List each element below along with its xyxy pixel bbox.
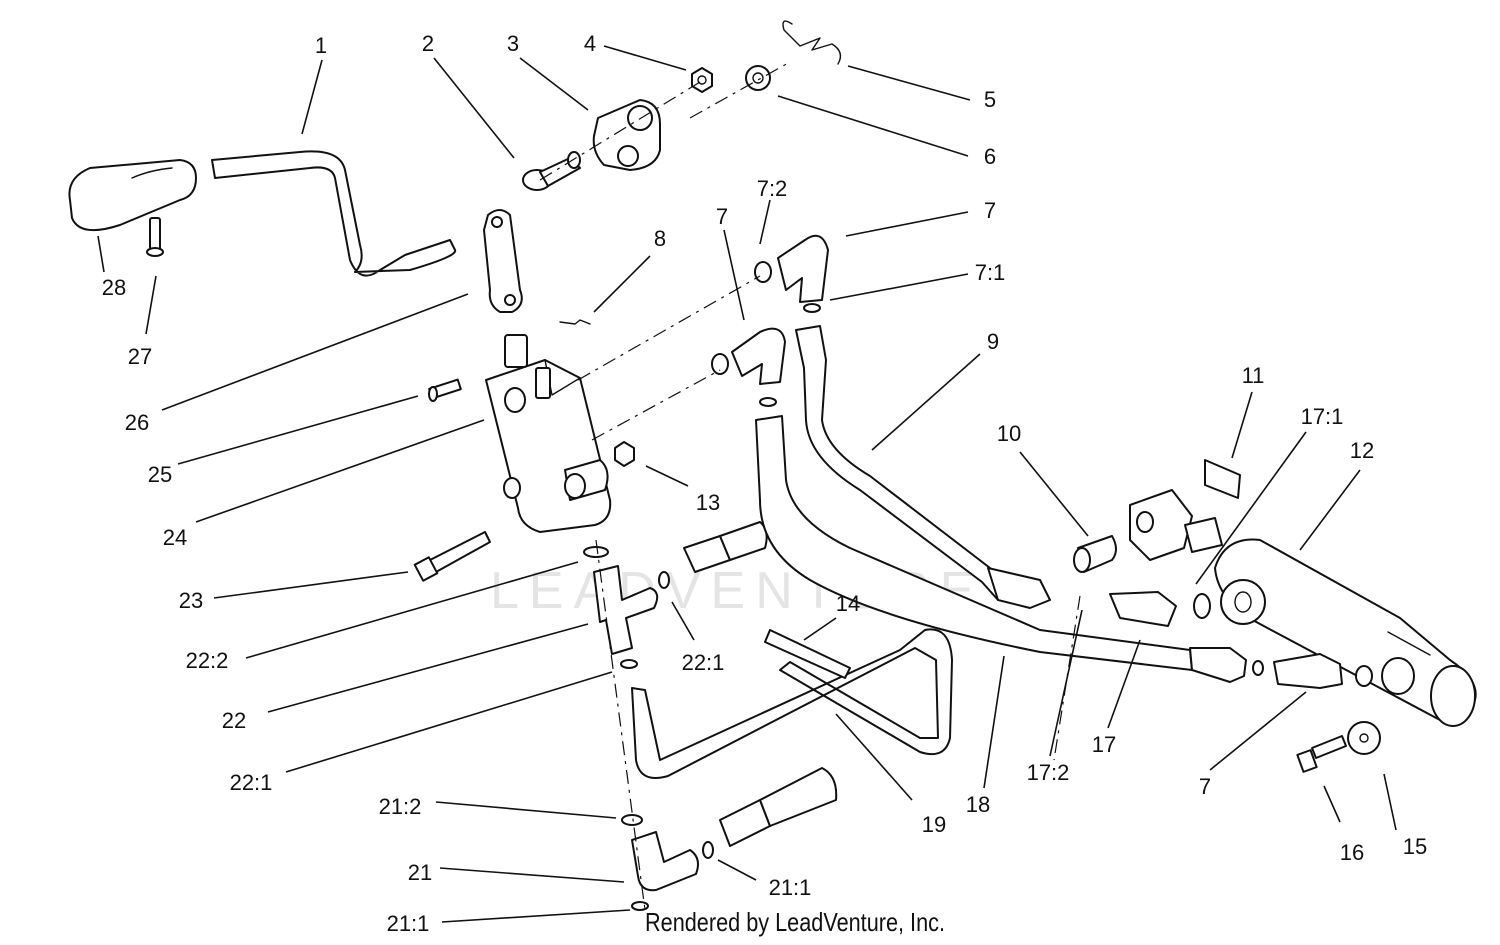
part-pin-2: [522, 151, 581, 191]
callout-13: 13: [696, 490, 720, 515]
part-screw-27: [146, 217, 164, 257]
part-elbow-fitting-7-upper: [754, 234, 829, 313]
callout-27: 27: [128, 344, 152, 369]
part-nut-13: [614, 441, 635, 467]
callout-22-1-left: 22:1: [230, 770, 273, 795]
part-cylinder: [1214, 538, 1477, 727]
callout-4: 4: [584, 31, 596, 56]
part-clevis-11: [1129, 459, 1241, 561]
part-tee-fitting: [583, 546, 670, 669]
callout-17-1: 17:1: [1301, 404, 1344, 429]
callout-14: 14: [836, 591, 860, 616]
part-bent-tube: [631, 628, 953, 779]
callout-7-2: 7:2: [757, 176, 788, 201]
callout-18: 18: [966, 792, 990, 817]
part-clip-5: [782, 20, 842, 65]
part-lever-rod: [211, 150, 457, 277]
callout-7-lower-right: 7: [1199, 774, 1211, 799]
callout-8: 8: [654, 226, 666, 251]
callout-28: 28: [102, 275, 126, 300]
callout-21: 21: [408, 860, 432, 885]
leader-lines: [97, 45, 1397, 923]
callout-9: 9: [987, 329, 999, 354]
callout-22-1-right: 22:1: [682, 650, 725, 675]
callout-11: 11: [1242, 363, 1265, 388]
part-washer-15: [1347, 721, 1381, 755]
callout-21-1-right: 21:1: [769, 875, 812, 900]
part-elbow-fitting-21: [621, 814, 714, 911]
callout-10: 10: [997, 421, 1021, 446]
callout-23: 23: [179, 588, 203, 613]
callout-5: 5: [984, 87, 996, 112]
callout-12: 12: [1350, 438, 1374, 463]
part-nut-4: [691, 67, 713, 93]
callout-7-upper-right: 7: [984, 198, 996, 223]
part-bracket-plate: [483, 209, 523, 313]
part-bolt-23: [413, 531, 491, 582]
callout-22: 22: [222, 708, 246, 733]
part-hose-18: [755, 397, 1247, 683]
callout-labels: 1 2 3 4 5 6 7 7 7 7:2 7:1 8 9 10 11 12 1…: [102, 31, 1427, 936]
part-hose-9: [795, 325, 1051, 609]
part-threaded-rod: [764, 629, 851, 679]
callout-24: 24: [163, 525, 187, 550]
callout-6: 6: [984, 144, 996, 169]
callout-22-2: 22:2: [186, 648, 229, 673]
footer-credit: Rendered by LeadVenture, Inc.: [645, 907, 945, 937]
part-washer-6: [745, 65, 771, 91]
part-elbow-fitting-7-right: [1252, 653, 1373, 689]
part-elbow-fitting-7-middle: [711, 327, 786, 385]
callout-7-1: 7:1: [975, 260, 1006, 285]
callout-19: 19: [922, 812, 946, 837]
part-elbow-fitting-17: [1109, 591, 1211, 627]
callout-1: 1: [315, 33, 327, 58]
part-handle-grip: [68, 159, 197, 232]
callout-15: 15: [1403, 834, 1427, 859]
callout-16: 16: [1340, 840, 1364, 865]
callout-25: 25: [148, 462, 172, 487]
callout-17-2: 17:2: [1027, 760, 1070, 785]
alignment-lines: [539, 61, 1081, 911]
callout-26: 26: [125, 410, 149, 435]
callout-2: 2: [422, 31, 434, 56]
part-clevis-block: [592, 99, 661, 171]
callout-3: 3: [507, 31, 519, 56]
part-hose-fitting-21: [719, 767, 838, 847]
part-spring-pin-8: [559, 319, 591, 325]
part-bolt-25: [428, 378, 462, 402]
part-bolt-16: [1296, 735, 1347, 773]
callout-7-upper-left: 7: [716, 204, 728, 229]
callout-21-2: 21:2: [379, 794, 422, 819]
callout-17: 17: [1092, 732, 1116, 757]
part-sleeve-10: [1073, 535, 1117, 573]
callout-21-1-bottom: 21:1: [387, 911, 430, 936]
part-valve-body: [485, 334, 612, 533]
